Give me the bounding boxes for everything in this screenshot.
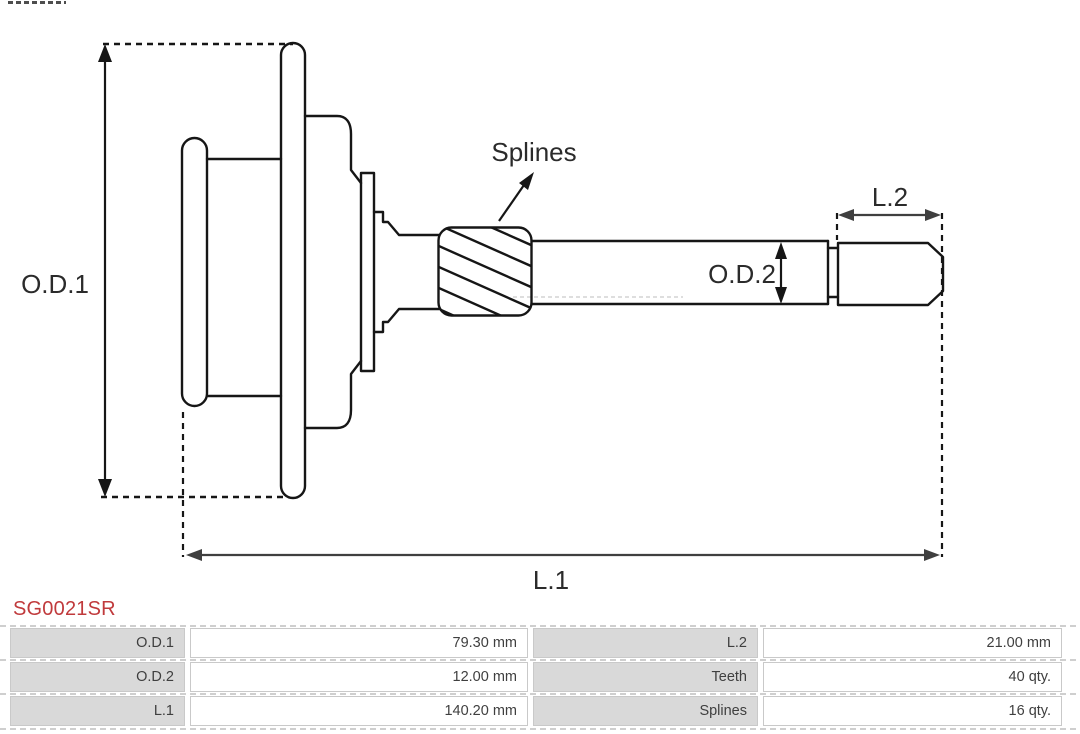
od1-arrowhead-down xyxy=(98,479,112,497)
watermark-dash-line xyxy=(0,728,1080,730)
l2-arrowhead-left xyxy=(838,209,854,221)
flange-disc-outline xyxy=(279,41,307,500)
l1-arrowhead-left xyxy=(186,549,202,561)
spec-value-od2: 12.00 mm xyxy=(190,662,528,692)
spec-value-l2: 21.00 mm xyxy=(763,628,1062,658)
l1-dimension: L.1 xyxy=(181,412,940,595)
od2-label: O.D.2 xyxy=(708,259,776,289)
od2-dimension: O.D.2 xyxy=(708,242,787,304)
retainer-plate-outline xyxy=(359,171,376,373)
l1-arrowhead-right xyxy=(924,549,940,561)
spec-label-od2: O.D.2 xyxy=(10,662,185,692)
splines-label: Splines xyxy=(491,137,576,167)
part-number: SG0021SR xyxy=(13,598,116,620)
splines-arrowhead xyxy=(519,172,534,190)
watermark-dash-line xyxy=(0,693,1080,695)
watermark-fragment-top-left xyxy=(8,1,66,4)
spec-value-l1: 140.20 mm xyxy=(190,696,528,726)
shoulder-step-bottom xyxy=(372,307,441,334)
od2-arrowhead-down xyxy=(775,287,787,304)
shaft-end-cap-outline xyxy=(836,241,945,307)
od1-arrowhead-up xyxy=(98,44,112,62)
spec-value-od1: 79.30 mm xyxy=(190,628,528,658)
l2-arrowhead-right xyxy=(925,209,941,221)
spec-label-l2: L.2 xyxy=(533,628,758,658)
rear-disc-outline xyxy=(180,136,209,408)
l2-dimension: L.2 xyxy=(835,182,944,557)
hub-curve-bottom xyxy=(303,359,363,430)
shoulder-step-top xyxy=(372,210,441,237)
splines-arrow-line xyxy=(498,184,525,222)
starter-gear-technical-drawing: O.D.1 O.D.2 L.2 L.1 xyxy=(21,41,945,595)
groove-lines xyxy=(826,246,840,299)
spec-label-splines: Splines xyxy=(533,696,758,726)
spec-label-od1: O.D.1 xyxy=(10,628,185,658)
watermark-dash-line xyxy=(0,659,1080,661)
part-outline xyxy=(180,41,945,500)
od1-label: O.D.1 xyxy=(21,269,89,299)
l2-label: L.2 xyxy=(872,182,908,212)
od2-arrowhead-up xyxy=(775,242,787,259)
spline-hatch-lines xyxy=(439,228,531,315)
spec-value-teeth: 40 qty. xyxy=(763,662,1062,692)
od1-dimension: O.D.1 xyxy=(21,42,293,499)
spec-table: O.D.1 79.30 mm L.2 21.00 mm O.D.2 12.00 … xyxy=(10,628,1062,726)
l1-label: L.1 xyxy=(533,565,569,595)
splines-callout: Splines xyxy=(491,137,577,222)
spec-label-l1: L.1 xyxy=(10,696,185,726)
hub-curve-top xyxy=(303,114,363,185)
watermark-dash-line xyxy=(0,625,1080,627)
spec-value-splines: 16 qty. xyxy=(763,696,1062,726)
spec-label-teeth: Teeth xyxy=(533,662,758,692)
spline-section-outline xyxy=(437,226,533,317)
